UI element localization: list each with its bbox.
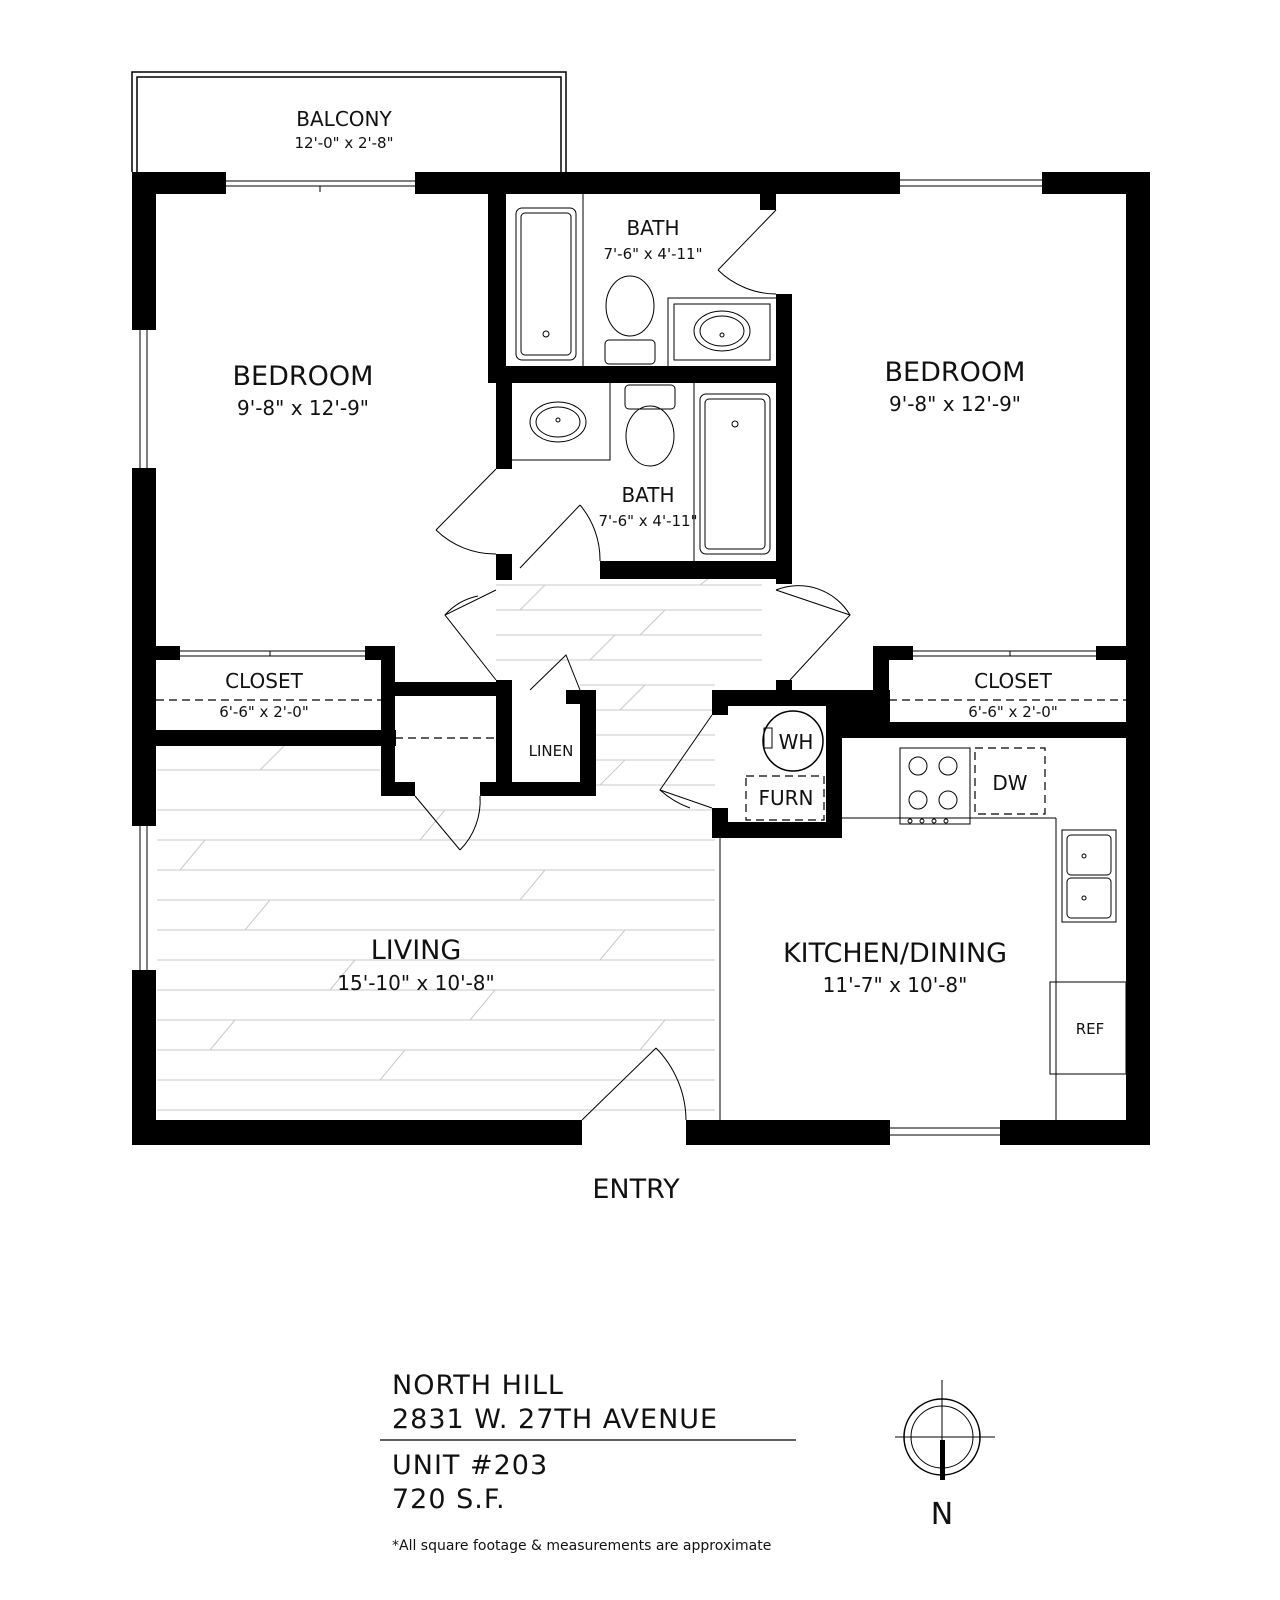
dishwasher-label: DW <box>992 771 1027 795</box>
balcony-dims: 12'-0" x 2'-8" <box>294 134 393 152</box>
bedroom-right-dims: 9'-8" x 12'-9" <box>889 392 1021 416</box>
building-name: NORTH HILL <box>392 1370 564 1401</box>
balcony-label: BALCONY <box>296 107 392 131</box>
fixtures <box>156 194 1127 1120</box>
doors <box>414 209 851 1121</box>
unit-area: 720 S.F. <box>392 1484 506 1515</box>
balcony-railing <box>131 71 567 172</box>
closet-right-dims: 6'-6" x 2'-0" <box>968 703 1057 721</box>
bedroom-left-dims: 9'-8" x 12'-9" <box>237 396 369 420</box>
bedroom-right-label: BEDROOM <box>885 357 1026 388</box>
unit-number: UNIT #203 <box>392 1450 549 1481</box>
closet-left-dims: 6'-6" x 2'-0" <box>219 703 308 721</box>
living-label: LIVING <box>371 935 462 966</box>
disclaimer: *All square footage & measurements are a… <box>392 1538 772 1554</box>
living-dims: 15'-10" x 10'-8" <box>337 971 494 995</box>
furnace-label: FURN <box>759 786 814 810</box>
bath-top-label: BATH <box>626 216 679 240</box>
closet-right-label: CLOSET <box>974 669 1052 693</box>
kitchen-dims: 11'-7" x 10'-8" <box>823 973 968 997</box>
bath-bottom-dims: 7'-6" x 4'-11" <box>598 512 697 530</box>
living-floor-hatch <box>157 744 715 1111</box>
closet-left-label: CLOSET <box>225 669 303 693</box>
exterior-walls <box>132 172 1150 1145</box>
windows <box>139 179 1042 1136</box>
north-arrow-icon <box>895 1380 995 1480</box>
interior-walls <box>156 194 1126 838</box>
entry-label: ENTRY <box>592 1174 680 1205</box>
north-label: N <box>931 1497 953 1532</box>
hall-floor-hatch <box>496 569 762 786</box>
bath-bottom-label: BATH <box>621 483 674 507</box>
refrigerator-label: REF <box>1076 1020 1105 1038</box>
bedroom-left-label: BEDROOM <box>233 361 374 392</box>
bath-top-dims: 7'-6" x 4'-11" <box>603 245 702 263</box>
room-labels: BALCONY 12'-0" x 2'-8" BATH 7'-6" x 4'-1… <box>219 107 1104 1205</box>
water-heater-label: WH <box>779 730 814 754</box>
linen-label: LINEN <box>529 742 574 760</box>
kitchen-label: KITCHEN/DINING <box>783 938 1007 969</box>
building-address: 2831 W. 27TH AVENUE <box>392 1404 719 1435</box>
